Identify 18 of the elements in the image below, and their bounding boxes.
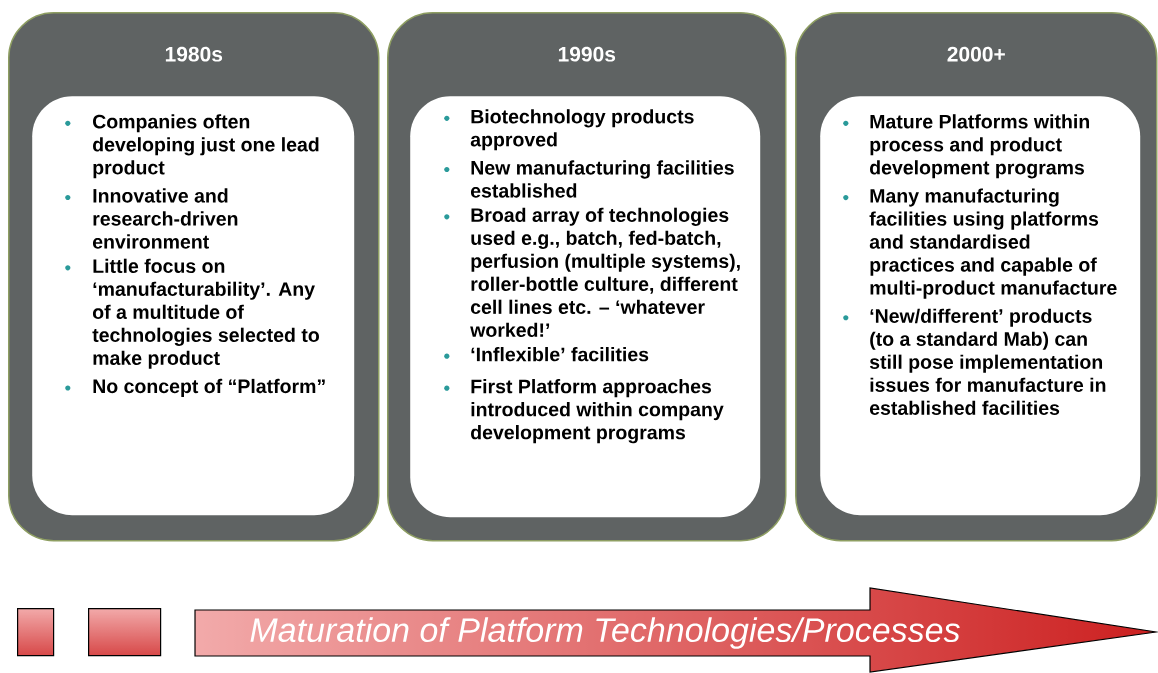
- bullet-text: Broad array of technologies used e.g., batch, fed-batch, perfusion (multiple systems), roller-bottle culture, different cell lines etc. – ‘whatever worked!’: [470, 207, 740, 337]
- bullet-text: ‘New/different’ products (to a standard Mab) can still pose implementation issues for manufacture in established facilities: [869, 308, 1106, 415]
- text-panel: [820, 96, 1141, 516]
- square-block: [17, 608, 55, 657]
- square-block: [88, 608, 162, 657]
- bullet-text: Mature Platforms within process and product development programs: [870, 114, 1089, 179]
- bullet-text: Companies often developing just one lead product: [93, 114, 319, 179]
- bullet-text: New manufacturing facilities established: [471, 160, 734, 198]
- bullet-text: Innovative and research-driven environment: [92, 188, 238, 249]
- arrow-banner: Maturation of Platform Technologies/Processes: [194, 587, 1158, 673]
- bullet-text: ‘Inflexible’ facilities: [471, 347, 649, 362]
- text-panel: [32, 96, 355, 516]
- bullet-text: Little focus on ‘manufacturability’. Any of a multitude of technologies selected to make product: [92, 258, 319, 369]
- bullet-text: Many manufacturing facilities using platforms and standardised practices and capable of multi-product manufacture: [869, 188, 1117, 299]
- text-panel: [410, 96, 761, 518]
- bullet-text: Biotechnology products approved: [470, 109, 694, 151]
- bullet-text: No concept of “Platform”: [93, 378, 325, 398]
- bullet-text: First Platform approaches introduced within company development programs: [471, 379, 724, 444]
